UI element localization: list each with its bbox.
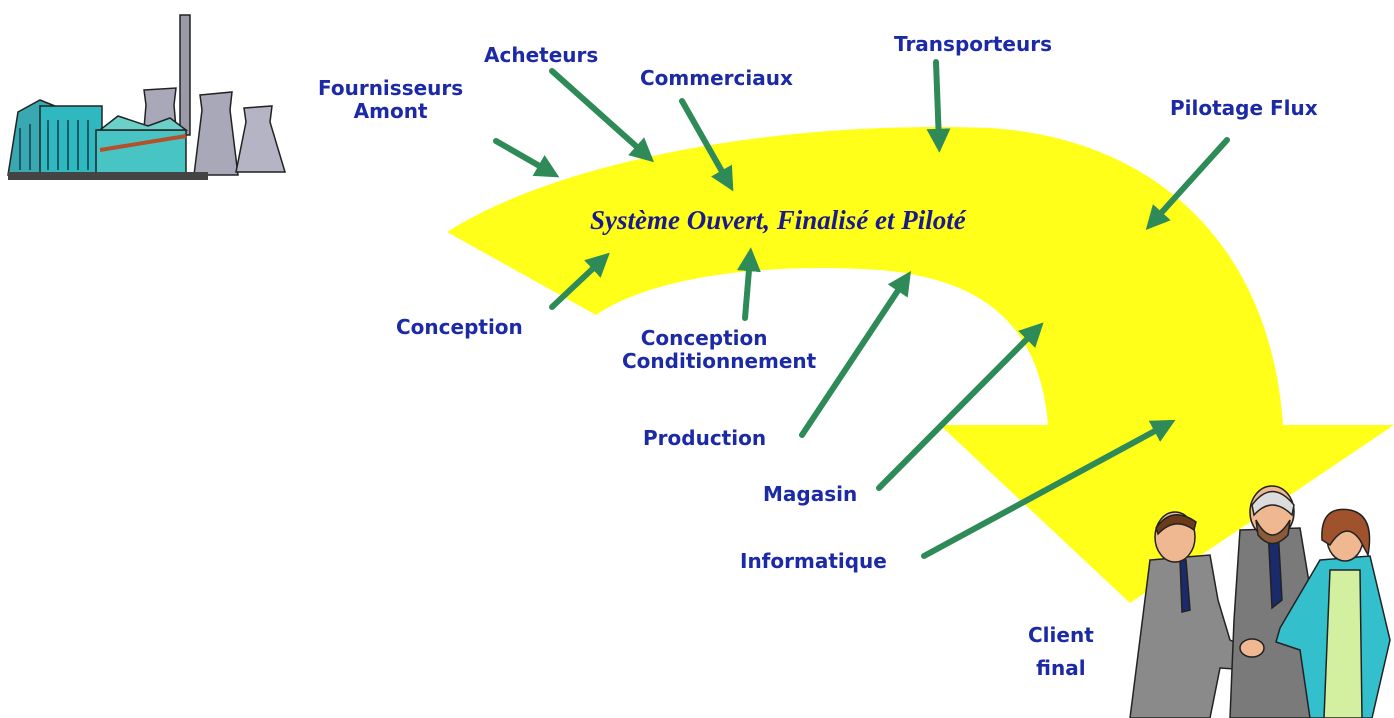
label-conditionnement-line1: Conception [640,326,768,350]
label-fournisseurs-line1: Fournisseurs [318,76,464,100]
label-client: Client final [1028,624,1094,680]
label-conditionnement: Conception Conditionnement [622,327,816,373]
arrow-transporteurs [926,59,951,153]
label-pilotage: Pilotage Flux [1170,96,1318,120]
arrow-conception [549,252,610,310]
pointer-arrows [493,59,1230,559]
label-conception: Conception [396,315,523,339]
arrow-acheteurs [549,68,655,163]
system-title: Système Ouvert, Finalisé et Piloté [590,205,966,235]
label-transporteurs: Transporteurs [894,32,1052,56]
label-client-line2: final [1036,656,1086,680]
label-informatique: Informatique [740,549,887,573]
arrow-fournisseurs [493,138,560,178]
arrow-production [799,271,911,438]
label-production: Production [643,426,767,450]
arrow-conditionnement [736,247,761,321]
factory-icon [7,14,287,180]
arrow-pilotage [1145,137,1230,231]
arrow-informatique [921,419,1176,559]
label-conditionnement-line2: Conditionnement [622,349,817,373]
label-commerciaux: Commerciaux [640,66,793,90]
arrow-magasin [876,322,1044,491]
label-fournisseurs: Fournisseurs Amont [318,77,463,123]
handshake-people-icon [1129,485,1391,718]
arrow-commerciaux [679,98,734,192]
flow-arrow [447,126,1394,603]
label-magasin: Magasin [763,482,858,506]
label-fournisseurs-line2: Amont [353,99,428,123]
label-client-line1: Client [1028,623,1094,647]
label-acheteurs: Acheteurs [484,43,599,67]
